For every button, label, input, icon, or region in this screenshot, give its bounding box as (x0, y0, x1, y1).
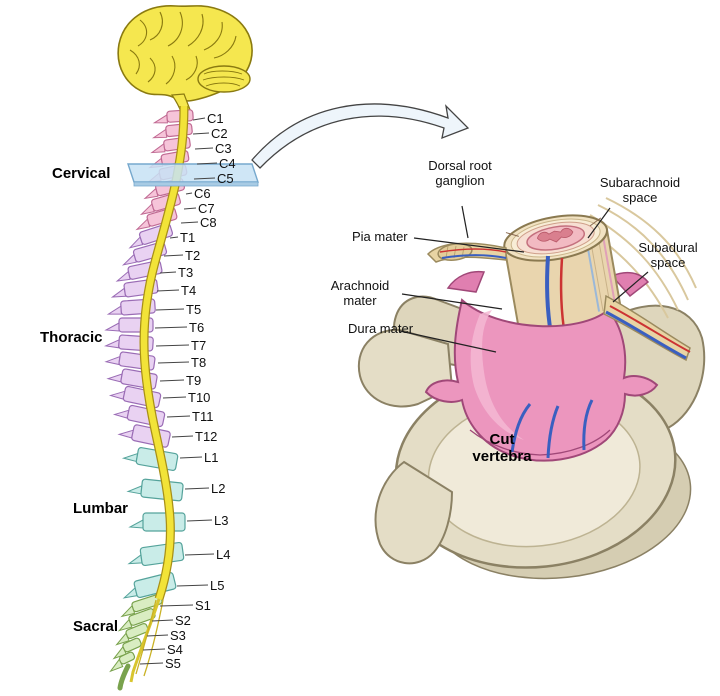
vertebra-label: C4 (219, 156, 236, 171)
spinal-nerve-exit (603, 294, 691, 362)
vertebra-label: T8 (191, 355, 207, 370)
label-arachnoid-mater: Arachnoid mater (330, 278, 390, 309)
vertebra-label: T10 (188, 390, 211, 405)
vertebra-label: T12 (195, 429, 218, 444)
zoom-arrow-icon (251, 103, 470, 169)
vertebra-label: C5 (217, 171, 234, 186)
vertebra-label: T11 (192, 409, 214, 424)
vertebra-label: S2 (175, 613, 191, 628)
vertebra-label: L4 (216, 547, 231, 562)
brain-illustration (117, 5, 253, 113)
vertebra-label: L3 (214, 513, 229, 528)
dorsal-root-ganglion-nerve (426, 242, 507, 263)
vertebra-label: T6 (189, 320, 205, 335)
vertebra-label: T3 (178, 265, 194, 280)
vertebra-label: T7 (191, 338, 207, 353)
dura-layer-line (601, 233, 617, 305)
cervical-cutting-plane (127, 163, 259, 187)
vertebra-label: C8 (200, 215, 217, 230)
basivertebral-veins (510, 399, 594, 459)
label-subarachnoid-space: Subarachnoid space (599, 175, 681, 206)
region-label-thoracic: Thoracic (40, 329, 103, 346)
label-cut-vertebra: Cut vertebra (472, 431, 532, 465)
vertebra-label: C2 (211, 126, 228, 141)
gray-matter-butterfly (536, 227, 574, 243)
vertebra-label: T1 (180, 230, 196, 245)
vertebra-label: S1 (195, 598, 211, 613)
label-dorsal-root-ganglion: Dorsal root ganglion (428, 158, 492, 189)
label-subdural-space: Subadural space (638, 240, 698, 271)
vertebra-label: C7 (198, 201, 215, 216)
vertebra-label: C1 (207, 111, 224, 126)
spinal-cord-cylinder (503, 214, 622, 342)
detail-leader-lines (399, 205, 649, 353)
vertebra-label: T5 (186, 302, 202, 317)
vertebra-label: L2 (211, 481, 226, 496)
vertebra-label: L5 (210, 578, 225, 593)
region-label-lumbar: Lumbar (73, 500, 129, 517)
vertebra-label: C3 (215, 141, 232, 156)
vertebra-detail-illustration (357, 197, 706, 580)
coccyx (117, 663, 131, 691)
vertebra-label: S5 (165, 656, 181, 671)
brain-gyri (129, 11, 237, 85)
vertebra-label: S3 (170, 628, 186, 643)
vertebra-label: T9 (186, 373, 202, 388)
vertebra-label: C6 (194, 186, 211, 201)
region-label-cervical: Cervical (52, 165, 111, 182)
dura-mater-sac (424, 298, 659, 462)
region-label-sacral: Sacral (73, 618, 119, 635)
vertebra-leader-lines (139, 117, 218, 665)
cauda-equina (129, 598, 161, 683)
vertebra-label: S4 (167, 642, 183, 657)
label-dura-mater: Dura mater (348, 321, 414, 336)
vertebra-label: T2 (185, 248, 201, 263)
vertebra-label: L1 (204, 450, 219, 465)
spinous-process (374, 460, 454, 565)
label-pia-mater: Pia mater (352, 229, 408, 244)
vertebra-label: T4 (181, 283, 197, 298)
